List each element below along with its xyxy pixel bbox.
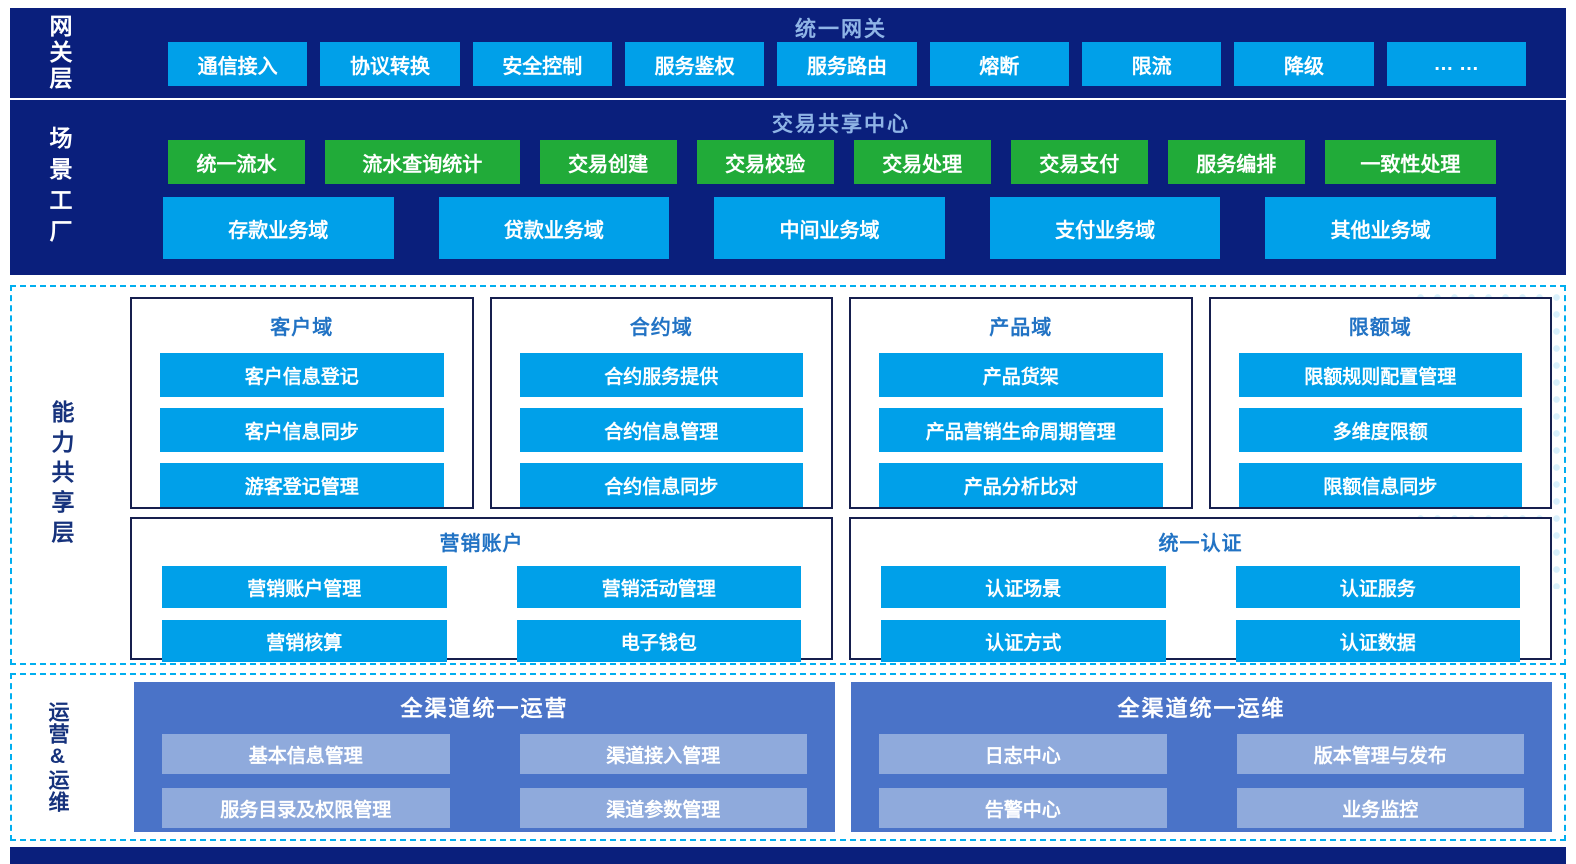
item-limit-info-sync: 限额信息同步 [1238,463,1522,507]
group-omnichannel-maintenance: 全渠道统一运维 日志中心 版本管理与发布 告警中心 业务监控 [851,682,1552,832]
ops-group-title: 全渠道统一运维 [1117,696,1286,721]
ops-layer-label: 运营&运维 [46,701,69,813]
ops-band: 运营&运维 全渠道统一运营 基本信息管理 渠道接入管理 服务目录及权限管理 渠道… [10,673,1566,841]
service-trade-verify: 交易校验 [696,140,834,184]
ops-content: 全渠道统一运营 基本信息管理 渠道接入管理 服务目录及权限管理 渠道参数管理 全… [134,682,1552,832]
gateway-item-circuit-break: 熔断 [929,42,1069,86]
group-title: 统一认证 [1158,533,1243,555]
item-channel-access-mgmt: 渠道接入管理 [519,734,807,774]
item-auth-data: 认证数据 [1235,620,1520,662]
gateway-item-protocol-convert: 协议转换 [320,42,460,86]
domain-payment: 支付业务域 [989,197,1221,259]
trade-services-row: 统一流水 流水查询统计 交易创建 交易校验 交易处理 交易支付 服务编排 一致性… [168,140,1497,184]
gateway-layer-label: 网关层 [46,14,72,92]
gateway-item-downgrade: 降级 [1234,42,1374,86]
item-limit-rule-config-mgmt: 限额规则配置管理 [1238,353,1522,397]
gateway-item-service-routing: 服务路由 [777,42,917,86]
item-guest-register-mgmt: 游客登记管理 [160,463,444,507]
item-e-wallet: 电子钱包 [516,620,801,662]
item-alert-center: 告警中心 [879,788,1167,828]
capability-row-1: 客户域 客户信息登记 客户信息同步 游客登记管理 合约域 合约服务提供 合约信息… [130,297,1552,509]
business-domains-row: 存款业务域 贷款业务域 中间业务域 支付业务域 其他业务域 [163,197,1496,259]
item-channel-param-mgmt: 渠道参数管理 [519,788,807,828]
item-customer-info-register: 客户信息登记 [160,353,444,397]
gateway-item-service-auth: 服务鉴权 [624,42,765,86]
ops-group-title: 全渠道统一运营 [400,696,569,721]
item-basic-info-mgmt: 基本信息管理 [162,734,450,774]
gateway-layer-band: 网关层 统一网关 通信接入 协议转换 安全控制 服务鉴权 服务路由 熔断 限流 … [10,8,1566,98]
item-multidimension-limit: 多维度限额 [1238,408,1522,452]
service-orchestration: 服务编排 [1167,140,1305,184]
item-marketing-accounting: 营销核算 [162,620,447,662]
item-customer-info-sync: 客户信息同步 [160,408,444,452]
group-title: 客户域 [270,317,334,339]
gateway-title: 统一网关 [795,18,887,41]
group-customer-domain: 客户域 客户信息登记 客户信息同步 游客登记管理 [130,297,474,509]
group-limit-domain: 限额域 限额规则配置管理 多维度限额 限额信息同步 [1208,297,1552,509]
bottom-navy-strip [10,847,1566,864]
service-unified-flow: 统一流水 [168,140,306,184]
service-flow-query-stats: 流水查询统计 [325,140,520,184]
gateway-item-ellipsis: … … [1386,42,1526,86]
domain-other: 其他业务域 [1265,197,1496,259]
trade-sharing-center-title: 交易共享中心 [772,113,910,136]
gateway-item-security-control: 安全控制 [472,42,612,86]
group-title: 合约域 [629,317,693,339]
group-title: 产品域 [989,317,1053,339]
capability-sharing-band: 能力共享层 客户域 客户信息登记 客户信息同步 游客登记管理 合约域 合约服务提… [10,285,1566,665]
item-log-center: 日志中心 [879,734,1167,774]
item-contract-service-provide: 合约服务提供 [519,353,803,397]
domain-deposit: 存款业务域 [163,197,394,259]
service-trade-process: 交易处理 [853,140,991,184]
item-version-mgmt-release: 版本管理与发布 [1236,734,1524,774]
group-product-domain: 产品域 产品货架 产品营销生命周期管理 产品分析比对 [849,297,1193,509]
scene-factory-label: 场景工厂 [46,125,72,250]
group-marketing-account: 营销账户 营销账户管理 营销活动管理 营销核算 电子钱包 [130,517,833,662]
service-trade-create: 交易创建 [539,140,677,184]
item-contract-info-mgmt: 合约信息管理 [519,408,803,452]
item-business-monitoring: 业务监控 [1236,788,1524,828]
item-auth-scene: 认证场景 [881,566,1166,608]
item-product-lifecycle-mgmt: 产品营销生命周期管理 [879,408,1163,452]
item-marketing-account-mgmt: 营销账户管理 [162,566,447,608]
item-contract-info-sync: 合约信息同步 [519,463,803,507]
group-unified-auth: 统一认证 认证场景 认证服务 认证方式 认证数据 [849,517,1552,662]
item-product-analysis-compare: 产品分析比对 [879,463,1163,507]
domain-loan: 贷款业务域 [438,197,670,259]
item-auth-service: 认证服务 [1235,566,1520,608]
service-trade-payment: 交易支付 [1010,140,1148,184]
gateway-item-rate-limit: 限流 [1081,42,1222,86]
group-title: 限额域 [1348,317,1412,339]
domain-intermediate: 中间业务域 [714,197,945,259]
capability-content: 客户域 客户信息登记 客户信息同步 游客登记管理 合约域 合约服务提供 合约信息… [130,297,1552,662]
scene-factory-band: 场景工厂 交易共享中心 统一流水 流水查询统计 交易创建 交易校验 交易处理 交… [10,100,1566,275]
item-auth-method: 认证方式 [881,620,1166,662]
service-consistency: 一致性处理 [1324,140,1497,184]
item-marketing-activity-mgmt: 营销活动管理 [516,566,801,608]
item-product-shelf: 产品货架 [879,353,1163,397]
group-contract-domain: 合约域 合约服务提供 合约信息管理 合约信息同步 [489,297,833,509]
capability-row-2: 营销账户 营销账户管理 营销活动管理 营销核算 电子钱包 统一认证 认证场景 认… [130,517,1552,662]
group-title: 营销账户 [439,533,524,555]
group-omnichannel-operations: 全渠道统一运营 基本信息管理 渠道接入管理 服务目录及权限管理 渠道参数管理 [134,682,835,832]
capability-layer-label: 能力共享层 [48,400,74,550]
gateway-item-comm-access: 通信接入 [168,42,308,86]
gateway-items-row: 通信接入 协议转换 安全控制 服务鉴权 服务路由 熔断 限流 降级 … … [168,42,1526,86]
item-service-catalog-perm-mgmt: 服务目录及权限管理 [162,788,450,828]
